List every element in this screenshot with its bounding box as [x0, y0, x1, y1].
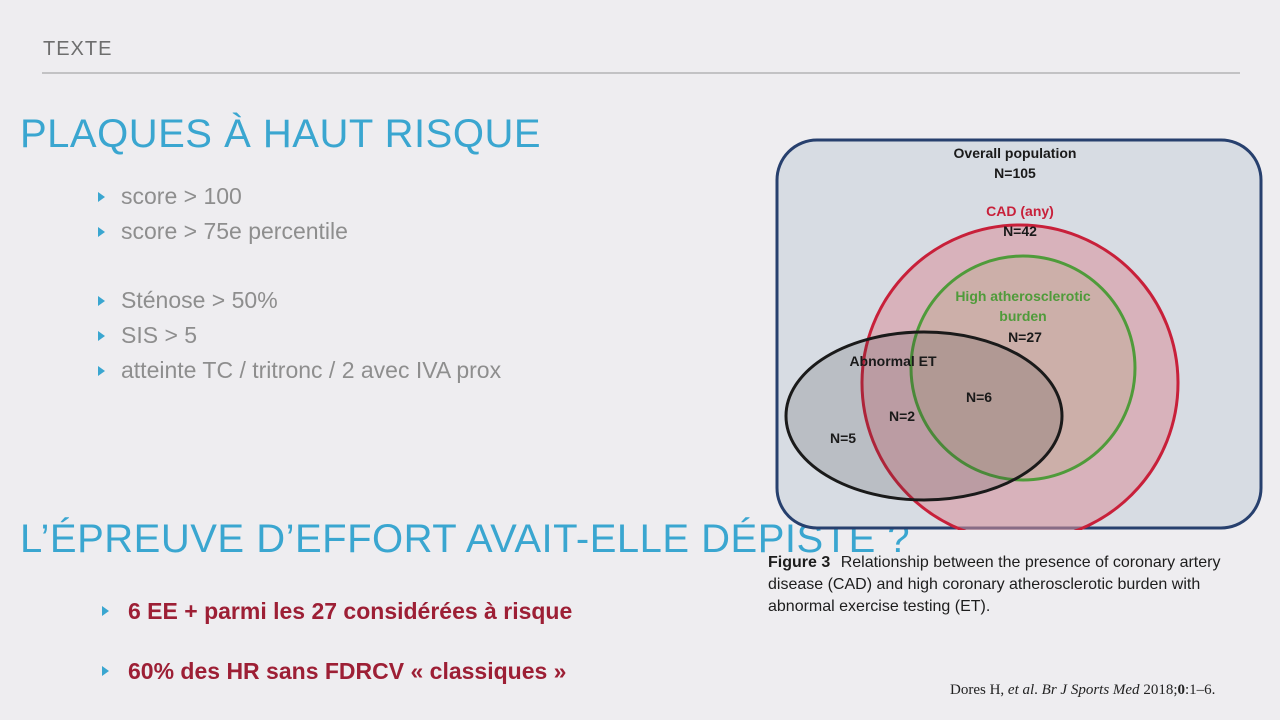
citation: Dores H, et al. Br J Sports Med 2018;0:1…: [950, 682, 1215, 699]
overlap-n: N=6: [966, 389, 992, 405]
slide-title-exercise-test: L’ÉPREUVE D’EFFORT AVAIT-ELLE DÉPISTÉ ?: [20, 517, 911, 561]
bullet-text: score > 75e percentile: [121, 218, 348, 244]
high-burden-label-1: High atherosclerotic: [955, 288, 1091, 304]
bullet-arrow-icon: [98, 226, 105, 237]
citation-dot: .: [1034, 682, 1042, 698]
bullet-list-findings: 6 EE + parmi les 27 considérées à risque…: [102, 597, 572, 685]
bullet-item: atteinte TC / tritronc / 2 avec IVA prox: [98, 353, 501, 388]
high-burden-label-2: burden: [999, 308, 1046, 324]
bullet-text: Sténose > 50%: [121, 287, 278, 313]
bullet-item: score > 75e percentile: [98, 214, 501, 249]
header-divider: [42, 72, 1240, 74]
citation-journal: Br J Sports Med: [1041, 682, 1140, 698]
bullet-item: score > 100: [98, 179, 501, 214]
citation-authors: Dores H,: [950, 682, 1008, 698]
bullet-text: 60% des HR sans FDRCV « classiques »: [128, 657, 567, 684]
section-label: TEXTE: [43, 38, 113, 60]
venn-diagram: Overall population N=105 CAD (any) N=42 …: [775, 138, 1263, 543]
citation-year: 2018;: [1139, 682, 1178, 698]
bullet-item: 6 EE + parmi les 27 considérées à risque: [102, 597, 572, 625]
slide-title-high-risk-plaques: PLAQUES À HAUT RISQUE: [20, 112, 542, 156]
bullet-text: atteinte TC / tritronc / 2 avec IVA prox: [121, 357, 502, 383]
bullet-text: score > 100: [121, 183, 242, 209]
citation-etal: et al: [1007, 682, 1035, 698]
bullet-arrow-icon: [98, 330, 105, 341]
bullet-arrow-icon: [102, 666, 109, 676]
cad-et-n: N=2: [889, 408, 915, 424]
cad-n: N=42: [1003, 223, 1037, 239]
citation-pages: :1–6.: [1184, 682, 1216, 698]
et-only-n: N=5: [830, 430, 856, 446]
bullet-arrow-icon: [98, 295, 105, 306]
bullet-arrow-icon: [98, 191, 105, 202]
bullet-list-criteria: score > 100 score > 75e percentile Sténo…: [98, 179, 501, 388]
abnormal-et-ellipse: [784, 330, 1064, 502]
figure-caption: Figure 3 Relationship between the presen…: [768, 552, 1268, 618]
high-burden-n: N=27: [1008, 329, 1042, 345]
bullet-arrow-icon: [102, 606, 109, 616]
figure-caption-label: Figure 3: [768, 554, 831, 571]
overall-n: N=105: [994, 165, 1036, 181]
abnormal-et-label: Abnormal ET: [849, 353, 937, 369]
venn-figure: Overall population N=105 CAD (any) N=42 …: [775, 138, 1263, 543]
bullet-item: 60% des HR sans FDRCV « classiques »: [102, 657, 572, 685]
bullet-arrow-icon: [98, 365, 105, 376]
figure-caption-text: Relationship between the presence of cor…: [768, 554, 1221, 615]
bullet-text: SIS > 5: [121, 322, 198, 348]
bullet-item: SIS > 5: [98, 318, 501, 353]
bullet-item: Sténose > 50%: [98, 283, 501, 318]
citation-volume: 0: [1177, 682, 1185, 698]
cad-label: CAD (any): [986, 203, 1054, 219]
overall-label: Overall population: [954, 145, 1077, 161]
bullet-text: 6 EE + parmi les 27 considérées à risque: [128, 597, 573, 624]
high-burden-circle: [909, 254, 1137, 482]
